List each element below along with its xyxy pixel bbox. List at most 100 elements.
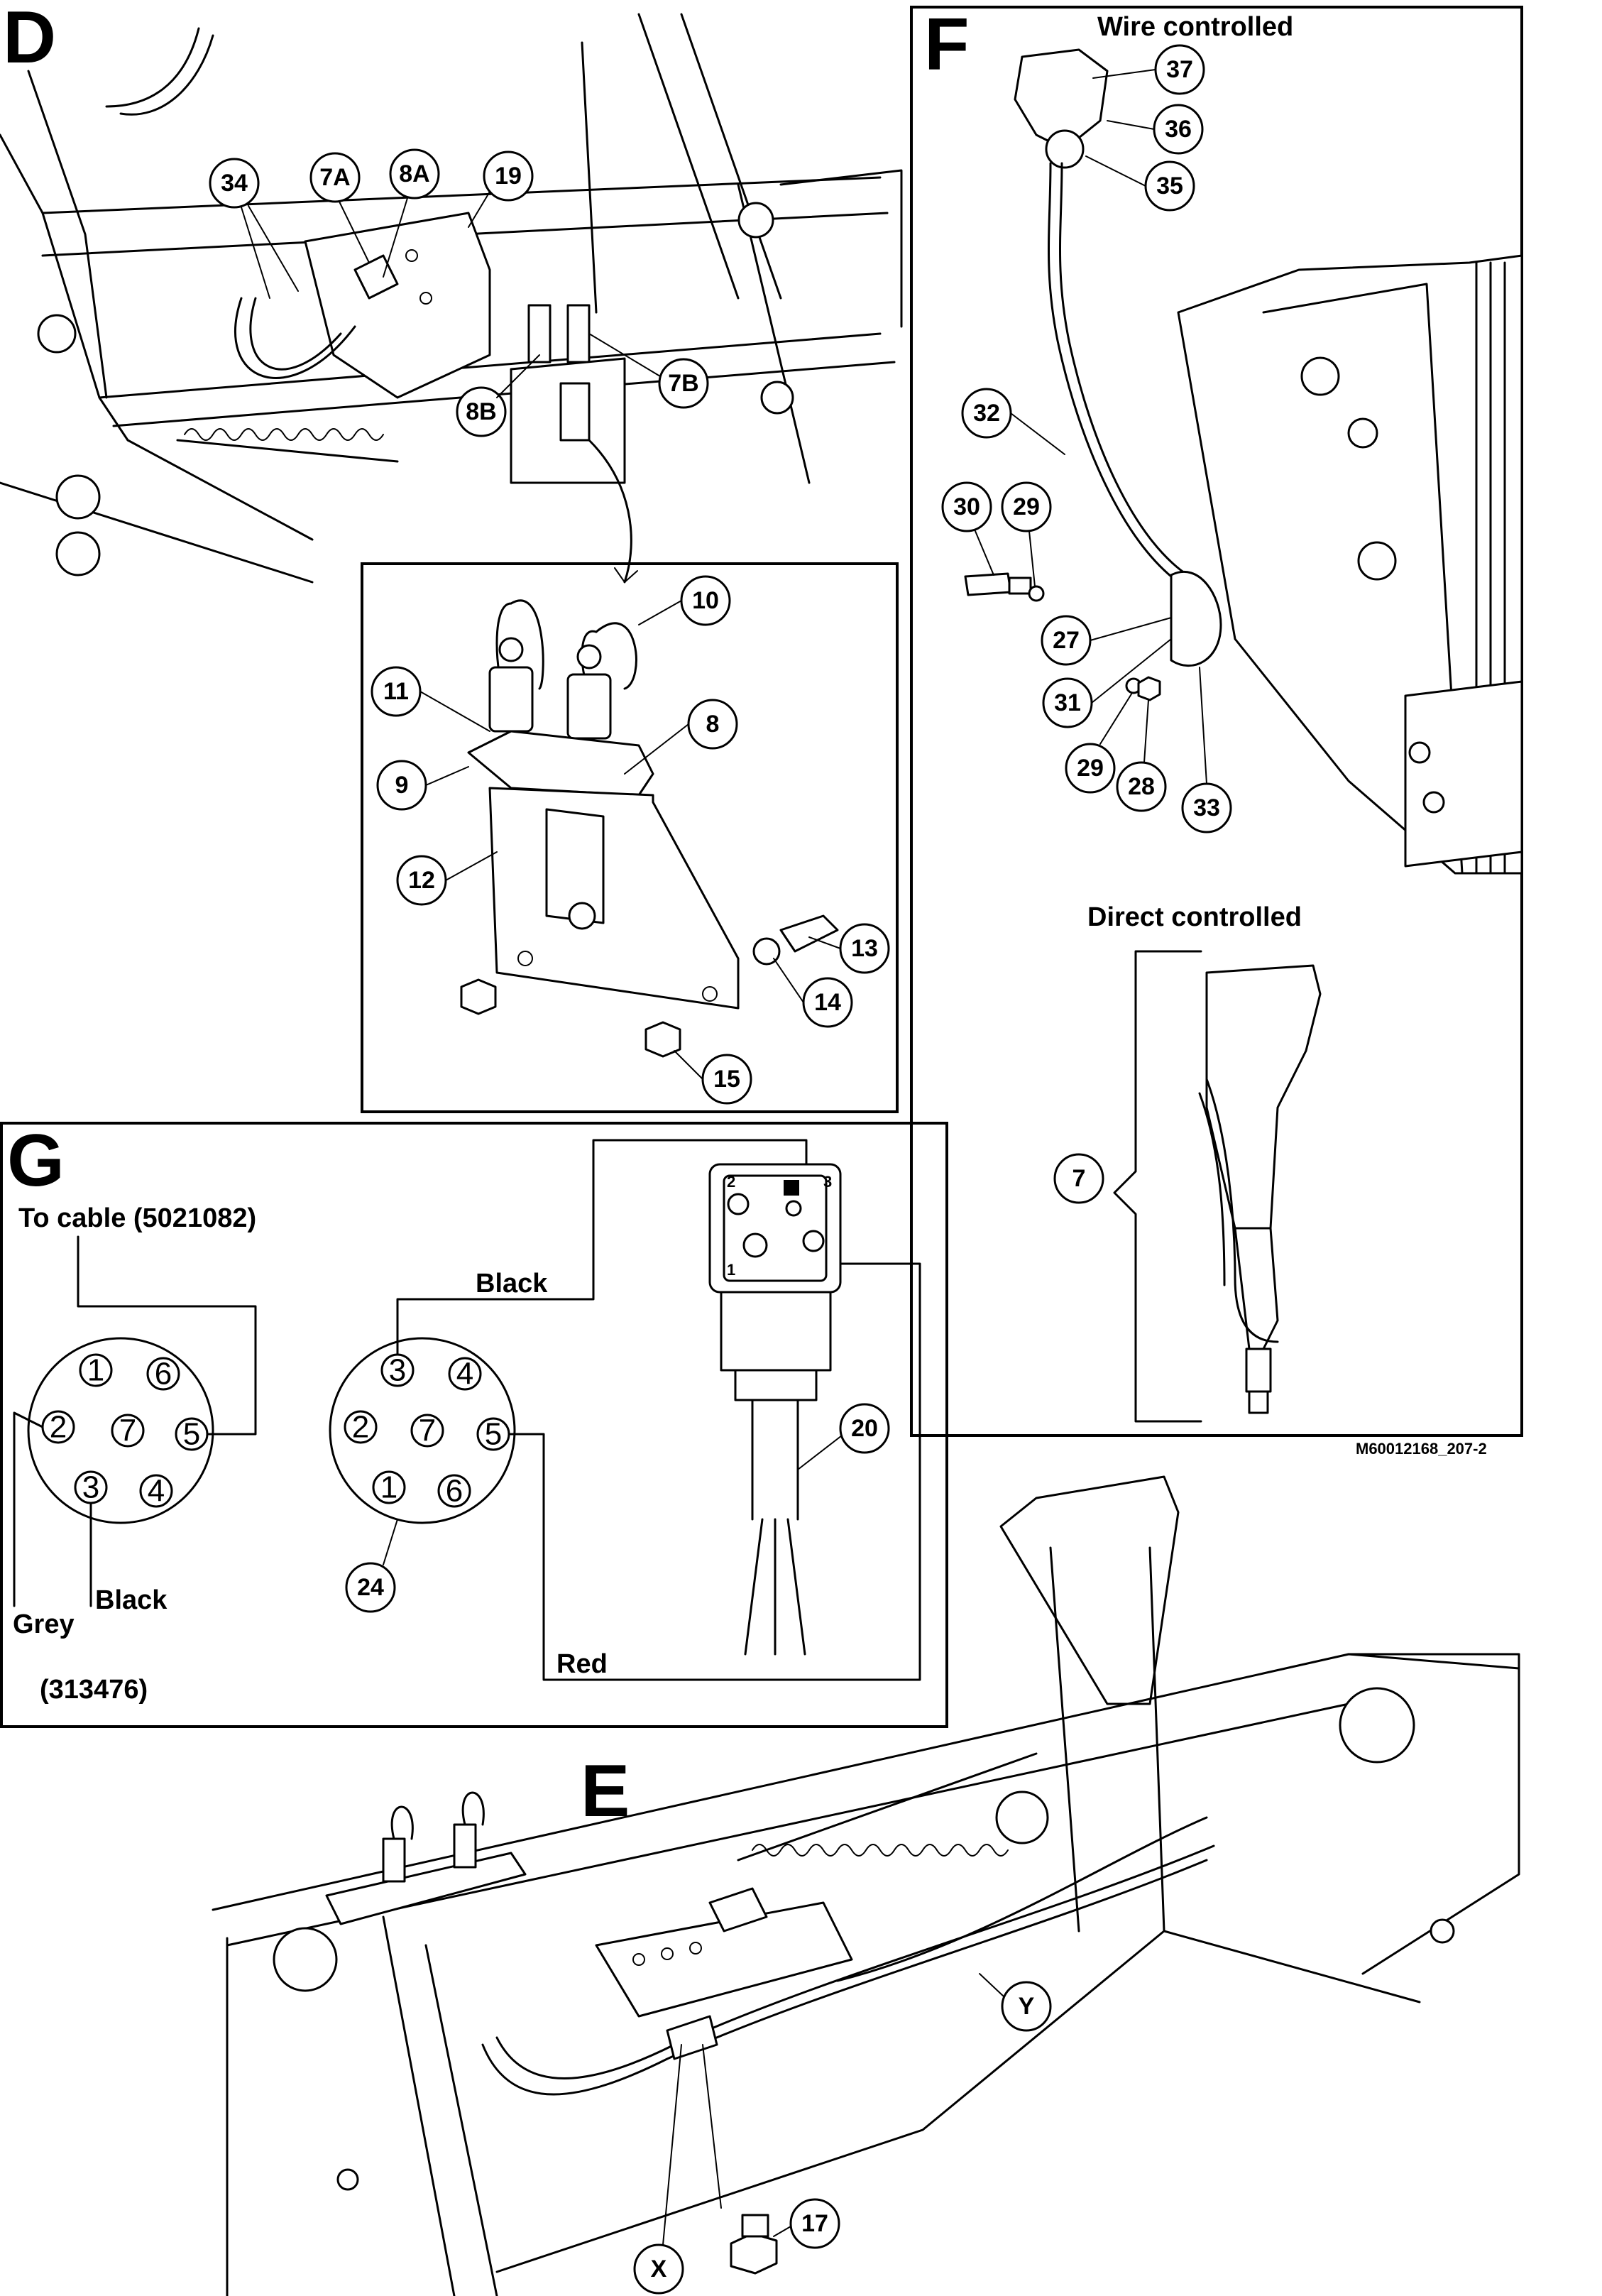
- svg-text:28: 28: [1128, 773, 1155, 800]
- svg-text:7: 7: [419, 1414, 436, 1448]
- callout-10: 10: [680, 575, 731, 626]
- svg-text:13: 13: [851, 935, 878, 962]
- svg-text:8: 8: [706, 711, 720, 738]
- callout-19: 19: [483, 151, 534, 202]
- valve-block: [234, 212, 491, 399]
- detail-box-d: [361, 562, 899, 1113]
- wire-controlled-title: Wire controlled: [1097, 12, 1293, 42]
- pin-left-7: 7: [111, 1414, 145, 1448]
- svg-text:Y: Y: [1019, 1993, 1035, 2020]
- svg-text:32: 32: [973, 400, 1000, 427]
- svg-text:37: 37: [1166, 56, 1193, 83]
- svg-text:34: 34: [221, 170, 248, 197]
- callout-12: 12: [396, 855, 447, 906]
- callout-7a: 7A: [309, 152, 361, 203]
- svg-text:7A: 7A: [319, 164, 350, 191]
- svg-text:20: 20: [851, 1415, 878, 1442]
- section-f: F Wire controlled: [910, 4, 1523, 1458]
- svg-text:31: 31: [1054, 689, 1081, 716]
- terminal-1-label: 1: [727, 1261, 735, 1279]
- callout-20: 20: [839, 1403, 890, 1454]
- callout-8: 8: [687, 699, 738, 750]
- connector-left: 1 6 2 7 5 3 4: [13, 1235, 257, 1607]
- svg-text:3: 3: [82, 1470, 99, 1505]
- direct-lever: [1113, 950, 1322, 1423]
- svg-text:6: 6: [446, 1474, 463, 1509]
- terminal-2-label: 2: [727, 1173, 735, 1191]
- callout-17: 17: [789, 2198, 840, 2249]
- svg-text:29: 29: [1077, 755, 1104, 782]
- svg-text:6: 6: [155, 1357, 172, 1392]
- callout-7b: 7B: [658, 358, 709, 409]
- pin-right-1: 1: [372, 1470, 406, 1505]
- svg-text:2: 2: [352, 1410, 369, 1445]
- svg-text:29: 29: [1013, 493, 1040, 520]
- direct-controlled-title: Direct controlled: [1087, 902, 1302, 932]
- section-g-letter: G: [7, 1120, 65, 1202]
- callouts-f: 37 36 35 32 30 29 27 31 29 28 33: [941, 44, 1232, 833]
- callout-32: 32: [961, 388, 1012, 439]
- callout-36: 36: [1153, 104, 1204, 155]
- black-label-right: Black: [476, 1269, 548, 1299]
- svg-text:10: 10: [692, 587, 719, 614]
- callout-y: Y: [1001, 1981, 1052, 2032]
- pin-right-7: 7: [410, 1414, 444, 1448]
- svg-text:8A: 8A: [399, 160, 429, 187]
- callout-9: 9: [376, 760, 427, 811]
- fasteners-f: [964, 572, 1161, 701]
- section-e-letter: E: [581, 1750, 630, 1832]
- svg-text:4: 4: [148, 1474, 165, 1509]
- pin-right-3: 3: [380, 1353, 415, 1388]
- to-cable-label: To cable (5021082): [18, 1203, 256, 1233]
- pin-left-3: 3: [74, 1470, 108, 1505]
- callout-31: 31: [1042, 677, 1093, 728]
- svg-text:4: 4: [456, 1357, 473, 1392]
- svg-text:30: 30: [953, 493, 980, 520]
- svg-text:1: 1: [380, 1470, 397, 1505]
- callout-x: X: [633, 2243, 684, 2295]
- callouts-d: 34 7A 8A 19 8B 7B: [209, 148, 709, 437]
- svg-text:12: 12: [408, 867, 435, 894]
- callout-33: 33: [1181, 782, 1232, 833]
- section-f-letter: F: [924, 4, 970, 86]
- valve-block-e: [595, 1887, 853, 2060]
- svg-text:3: 3: [389, 1353, 406, 1388]
- svg-text:17: 17: [801, 2210, 828, 2237]
- red-label: Red: [556, 1649, 608, 1679]
- callout-7: 7: [1053, 1153, 1104, 1204]
- pin-right-4: 4: [448, 1357, 482, 1392]
- svg-text:X: X: [651, 2256, 667, 2283]
- figure-reference: M60012168_207-2: [1356, 1440, 1487, 1458]
- svg-text:11: 11: [383, 678, 409, 705]
- pin-left-4: 4: [139, 1474, 173, 1509]
- svg-text:15: 15: [713, 1066, 740, 1093]
- switches-d: [510, 304, 638, 584]
- callout-29-bottom: 29: [1065, 743, 1116, 794]
- fitting-17: [730, 2214, 778, 2275]
- connector-right: 3 4 2 7 5 1 6: [329, 1139, 921, 1681]
- pin-left-1: 1: [79, 1353, 113, 1388]
- pin-left-6: 6: [146, 1357, 180, 1392]
- pin-right-2: 2: [344, 1410, 378, 1445]
- svg-text:35: 35: [1156, 173, 1183, 199]
- section-e: E: [212, 1475, 1520, 2296]
- callout-29-top: 29: [1001, 481, 1052, 532]
- svg-text:9: 9: [395, 772, 409, 799]
- callout-37: 37: [1154, 44, 1205, 95]
- svg-text:7B: 7B: [668, 370, 698, 397]
- callout-27: 27: [1041, 615, 1092, 666]
- loader-tower-f: [1170, 254, 1523, 875]
- loader-frame-d: [0, 13, 903, 584]
- svg-text:7: 7: [119, 1414, 136, 1448]
- section-d-letter: D: [3, 0, 56, 79]
- callout-34: 34: [209, 158, 260, 209]
- terminal-3-label: 3: [823, 1173, 832, 1191]
- callouts-detail-d: 10 11 8 9 12 13 14 15: [371, 575, 890, 1105]
- switch-bracket-e: [325, 1791, 527, 1925]
- pin-right-6: 6: [437, 1474, 471, 1509]
- svg-text:7: 7: [1072, 1165, 1086, 1192]
- svg-text:19: 19: [495, 163, 522, 190]
- callout-8a: 8A: [389, 148, 440, 199]
- wire-joystick: [1014, 48, 1191, 584]
